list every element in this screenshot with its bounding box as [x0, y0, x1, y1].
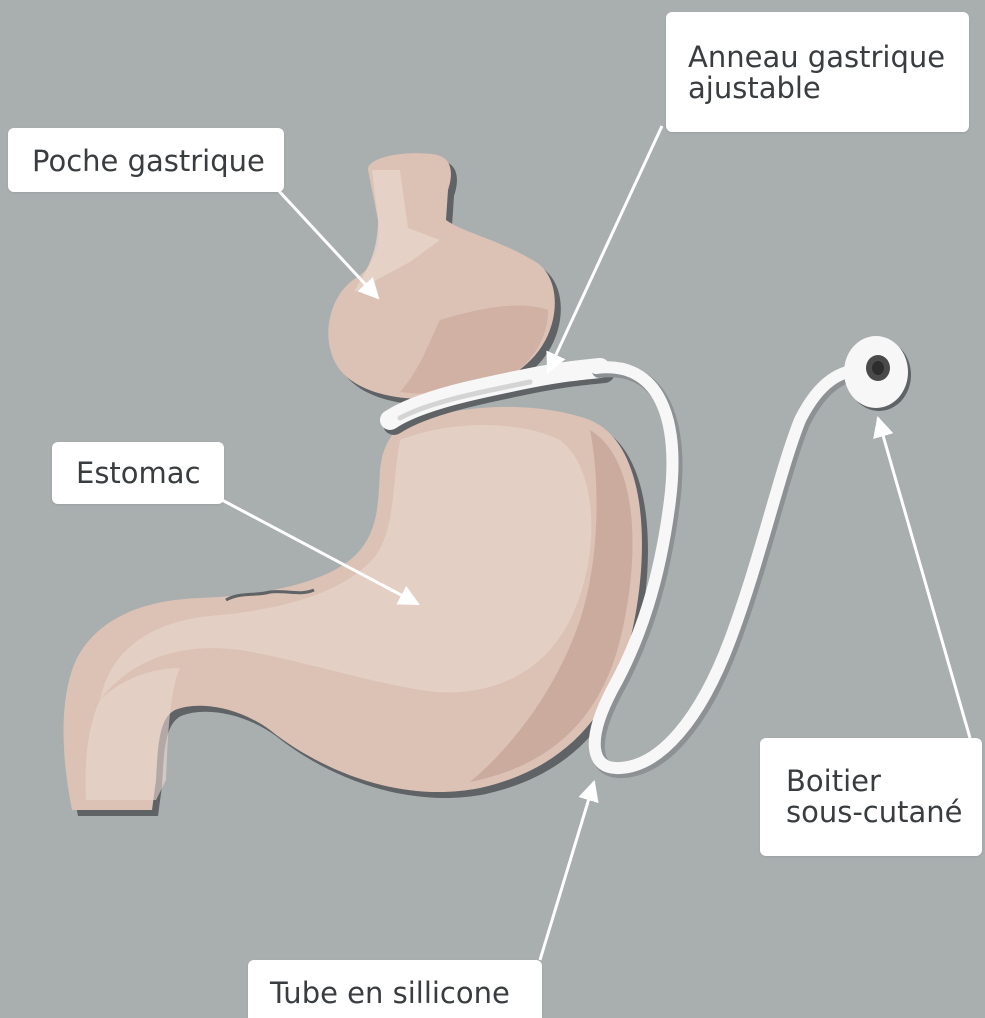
label-estomac: Estomac: [52, 442, 224, 504]
label-anneau-gastrique: Anneau gastrique ajustable: [666, 12, 969, 132]
subcutaneous-port: [844, 336, 911, 411]
label-boitier: Boitier sous-cutané: [760, 738, 982, 856]
label-tube: Tube en sillicone: [248, 960, 542, 1018]
arrow-boitier: [878, 418, 970, 738]
arrow-poche: [278, 190, 378, 298]
arrow-anneau: [548, 126, 662, 372]
gastric-pouch: [328, 153, 561, 405]
arrow-tube: [540, 782, 594, 960]
label-poche-gastrique: Poche gastrique: [8, 128, 284, 192]
